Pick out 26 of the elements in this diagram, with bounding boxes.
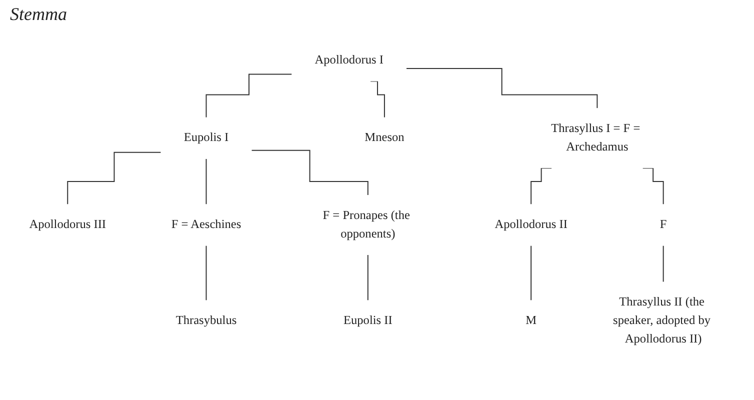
connector — [530, 168, 552, 205]
connector — [642, 168, 664, 205]
connector — [251, 150, 368, 196]
connector — [530, 245, 532, 301]
node-text: Eupolis I — [184, 131, 229, 144]
connector — [206, 245, 207, 301]
node-text: M — [526, 314, 537, 328]
node-text: Mneson — [364, 131, 404, 144]
node-text: Apollodorus III — [29, 218, 106, 232]
node-text: Thrasybulus — [176, 314, 237, 328]
connector — [67, 152, 162, 205]
connector — [206, 74, 292, 118]
connector — [206, 158, 207, 205]
node-text: F = Aeschines — [171, 218, 242, 232]
node-text: Apollodorus I — [314, 54, 384, 67]
connector — [662, 245, 664, 282]
node-text: F = Pronapes (the opponents) — [322, 208, 410, 240]
node-text: Thrasyllus II (the speaker, adopted by Apollodorus II) — [613, 296, 711, 346]
node-text: Apollodorus II — [494, 218, 568, 232]
connector — [406, 68, 598, 109]
connector — [367, 254, 368, 301]
connector — [370, 80, 385, 118]
node-text: F — [660, 218, 667, 232]
node-text: Thrasyllus I = F = Archedamus — [551, 122, 640, 154]
title: Stemma — [10, 4, 67, 25]
node-text: Eupolis II — [343, 314, 392, 328]
